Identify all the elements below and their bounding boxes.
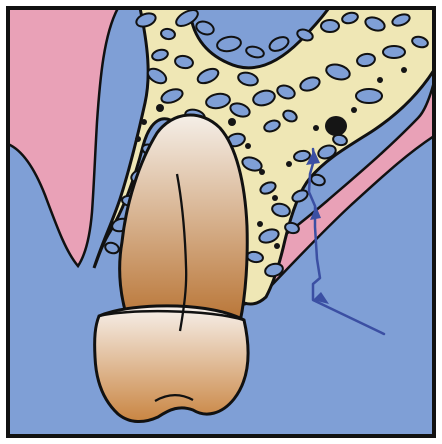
blood-vessel-dot xyxy=(325,116,347,136)
bone-trabecula-dot xyxy=(351,107,357,113)
bone-trabecula-dot xyxy=(286,161,292,167)
bone-trabecula-dot xyxy=(272,195,278,201)
bone-trabecula-dot xyxy=(228,118,236,126)
marrow-space xyxy=(383,46,405,58)
blood-vessel-dot xyxy=(356,89,382,103)
tooth-crown xyxy=(95,306,248,422)
bone-trabecula-dot xyxy=(245,143,251,149)
marrow-space xyxy=(321,20,339,32)
bone-trabecula-dot xyxy=(156,104,164,112)
bone-trabecula-dot xyxy=(274,243,280,249)
bone-trabecula-dot xyxy=(257,221,263,227)
bone-trabecula-dot xyxy=(135,136,141,142)
bone-trabecula-dot xyxy=(259,169,265,175)
bone-trabecula-dot xyxy=(313,125,319,131)
bone-trabecula-dot xyxy=(377,77,383,83)
bone-trabecula-dot xyxy=(141,119,147,125)
bone-trabecula-dot xyxy=(401,67,407,73)
